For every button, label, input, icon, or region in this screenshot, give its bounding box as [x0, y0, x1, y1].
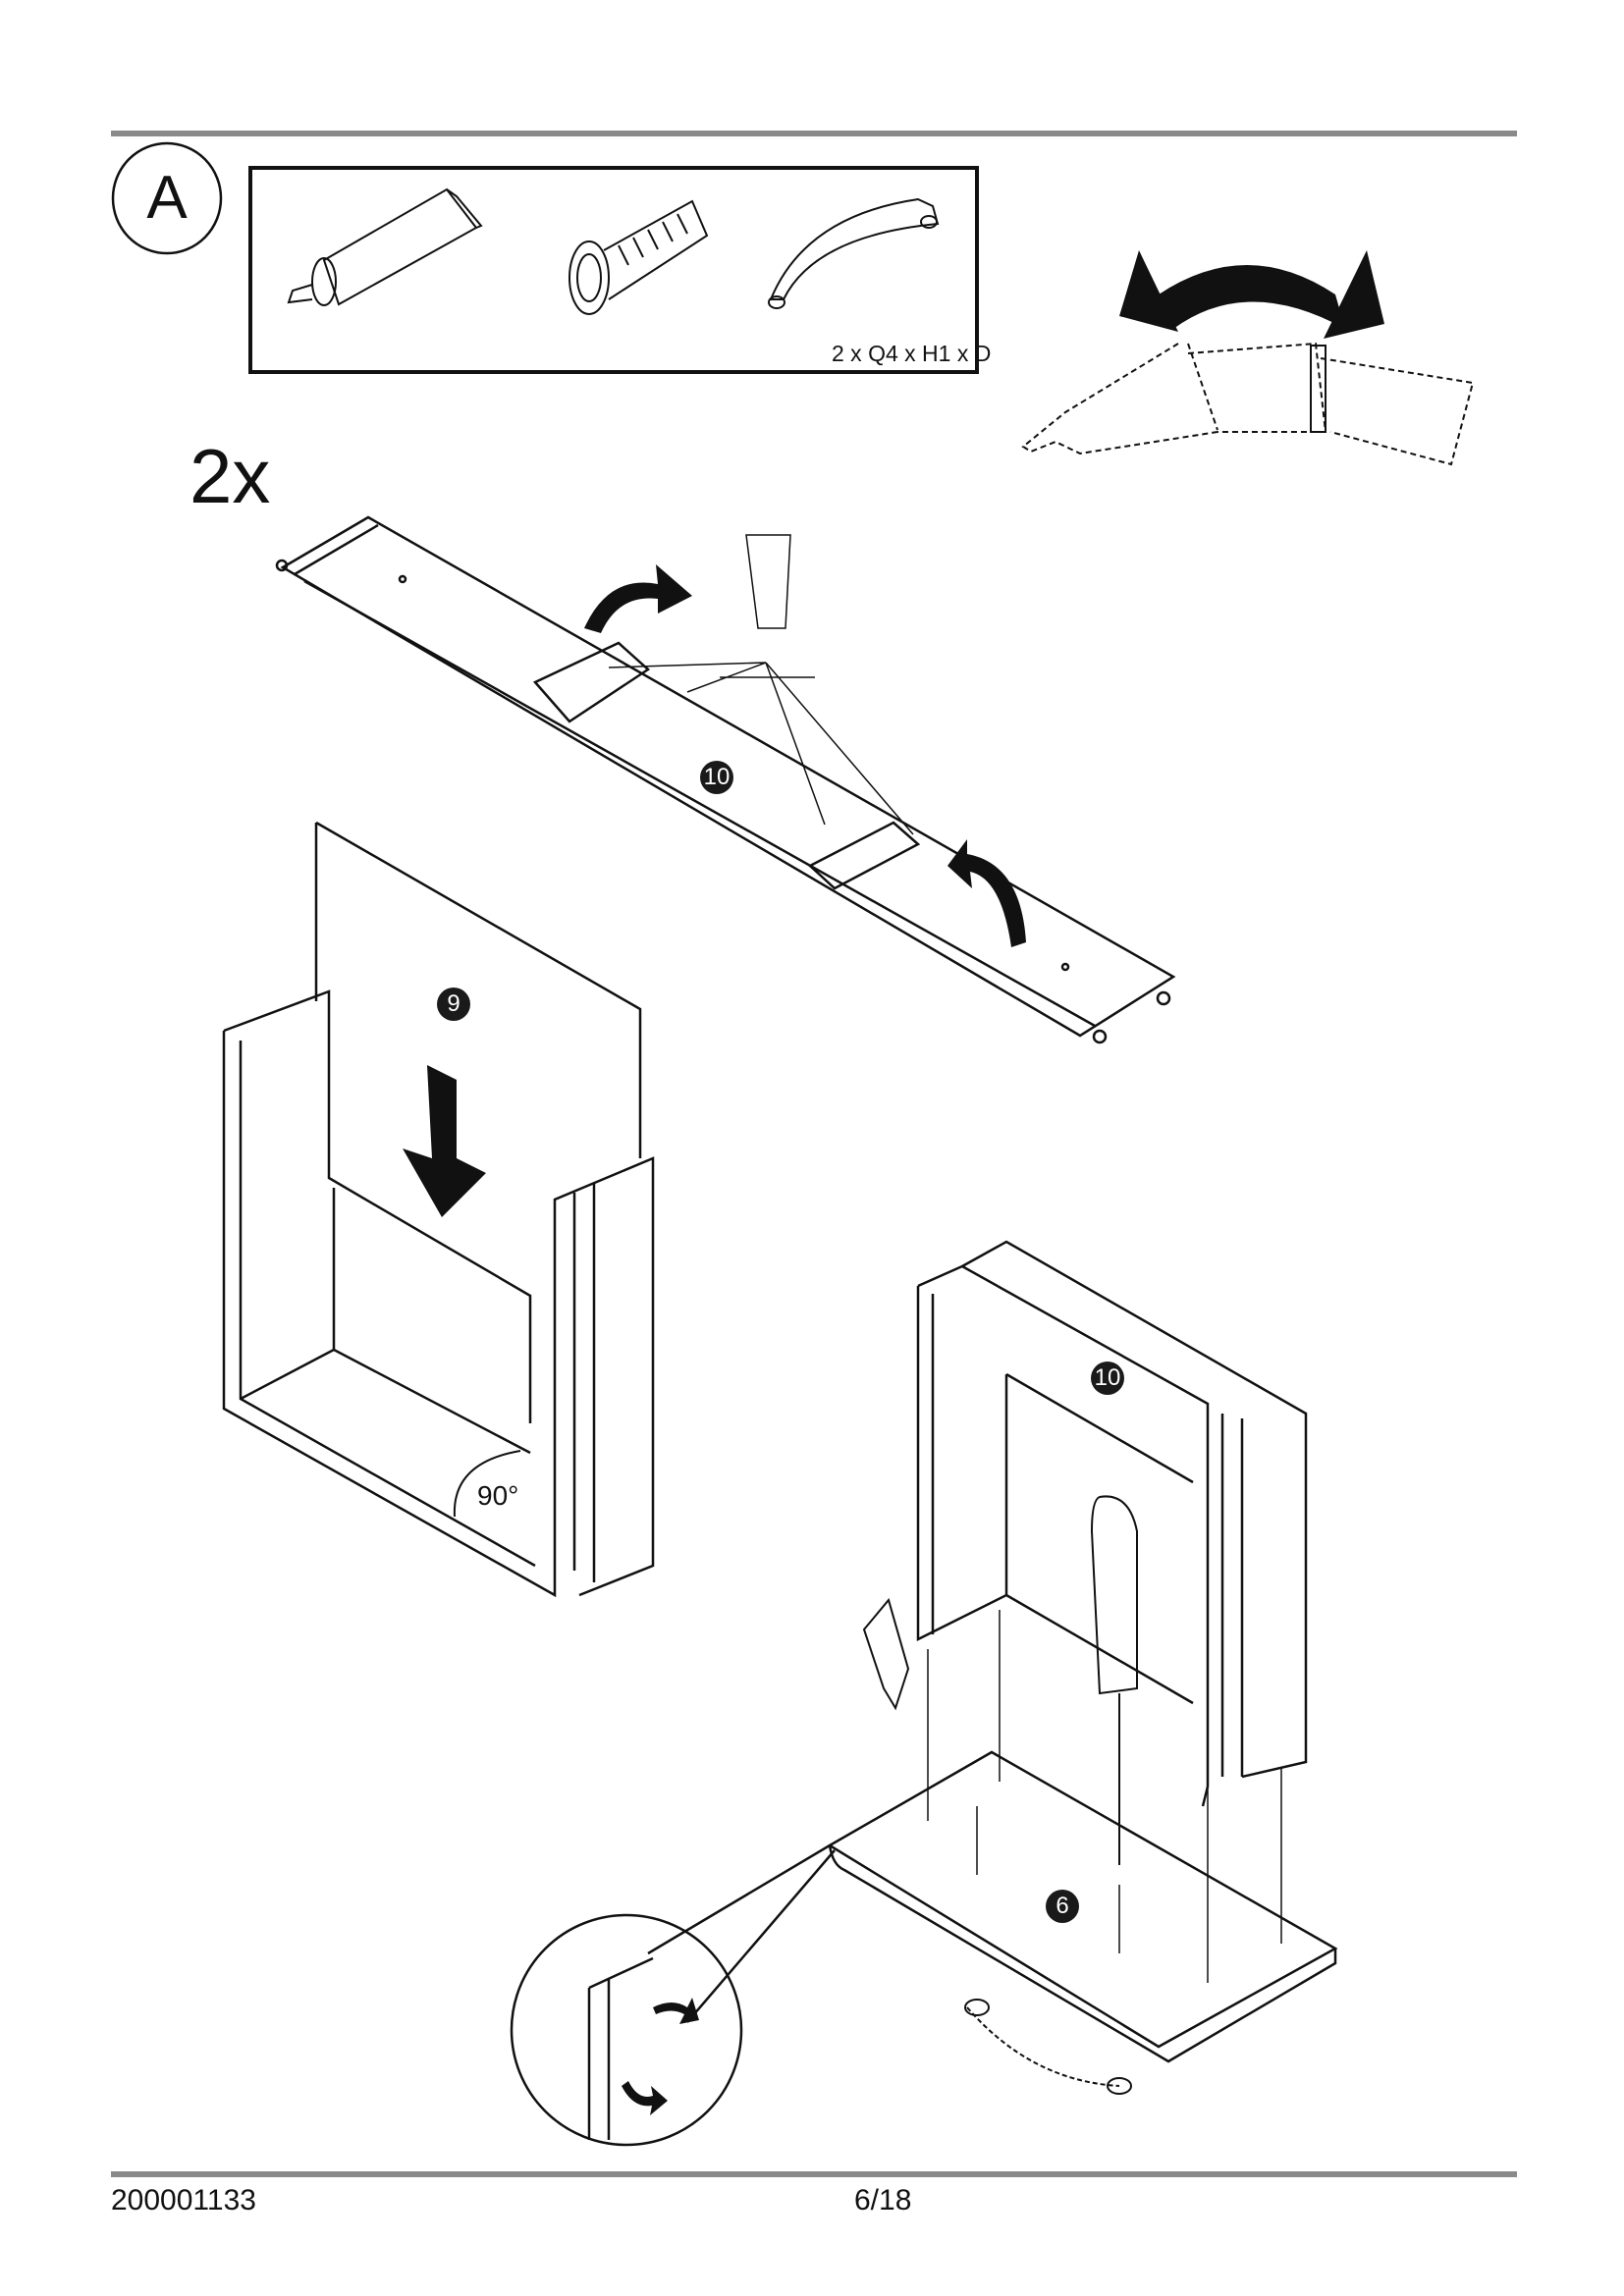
bottom-rule: [111, 2171, 1517, 2177]
tube-rotation-icon: [1021, 342, 1475, 466]
angle-arrow: [453, 1450, 521, 1518]
detail-magnifier: [510, 1843, 836, 2147]
part-number-base: 6: [1046, 1890, 1079, 1923]
handle-bottom-icon: [964, 1999, 1132, 2095]
glue-tube-small-icon: [862, 1597, 910, 1711]
cabinet-frame: [222, 989, 655, 1598]
page-number: 6/18: [854, 2184, 912, 2216]
handle-icon: [768, 197, 940, 309]
base-panel-part-6: [827, 1750, 1338, 2063]
parts-box: [248, 166, 979, 374]
peel-arrow-icon: [622, 1998, 699, 2115]
part-number-panel: 9: [437, 988, 470, 1021]
top-rule: [111, 131, 1517, 136]
screwdriver-icon: [1090, 1495, 1138, 1865]
parts-quantity-text: 2 x Q4 x H1 x D: [832, 341, 992, 366]
rail-part-10: [275, 515, 1176, 1044]
step-label: A: [146, 164, 188, 232]
down-arrow-icon: [403, 1065, 486, 1217]
panel-part-9: [314, 821, 642, 1158]
rotate-arrow-icon: [584, 564, 1026, 947]
repeat-label: 2x: [189, 433, 271, 519]
article-number: 200001133: [111, 2184, 256, 2216]
glue-application-lines: [608, 534, 914, 835]
step-circle: [111, 141, 223, 255]
cabinet-assembly: [916, 1240, 1308, 1807]
rotate-double-arrow-icon: [1119, 250, 1384, 339]
angle-label: 90°: [477, 1480, 519, 1511]
screw-icon: [568, 199, 709, 315]
dowel-lines: [927, 1610, 1282, 1983]
glue-tube-icon: [287, 187, 483, 306]
part-number-rail: 10: [700, 761, 733, 794]
part-number-frame: 10: [1091, 1362, 1124, 1395]
